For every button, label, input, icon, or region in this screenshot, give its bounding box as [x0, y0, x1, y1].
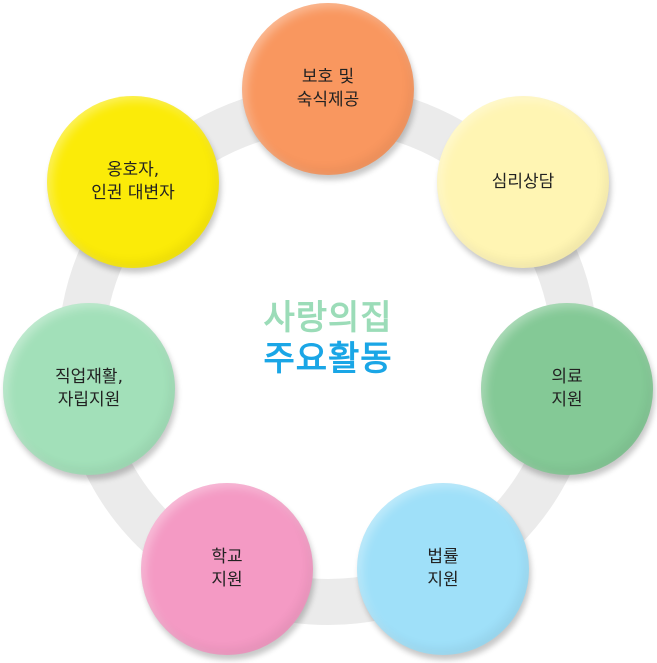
- node-counseling-label: 심리상담: [491, 171, 555, 192]
- node-school-label: 학교 지원: [211, 547, 243, 590]
- node-counseling: 심리상담: [437, 96, 609, 268]
- node-school: 학교 지원: [141, 483, 313, 655]
- center-title-line1: 사랑의집: [263, 298, 393, 338]
- node-medical-label: 의료 지원: [551, 367, 583, 410]
- node-legal: 법률 지원: [357, 483, 529, 655]
- node-advocate-label: 옹호자, 인권 대변자: [91, 160, 175, 203]
- node-vocational: 직업재활, 자립지원: [3, 303, 175, 475]
- node-shelter: 보호 및 숙식제공: [242, 3, 414, 175]
- center-title: 사랑의집 주요활동: [228, 298, 428, 380]
- node-medical: 의료 지원: [481, 303, 653, 475]
- center-title-line2: 주요활동: [263, 339, 393, 379]
- node-vocational-label: 직업재활, 자립지원: [55, 367, 123, 410]
- node-advocate: 옹호자, 인권 대변자: [47, 96, 219, 268]
- node-shelter-label: 보호 및 숙식제공: [296, 67, 360, 110]
- node-legal-label: 법률 지원: [427, 547, 459, 590]
